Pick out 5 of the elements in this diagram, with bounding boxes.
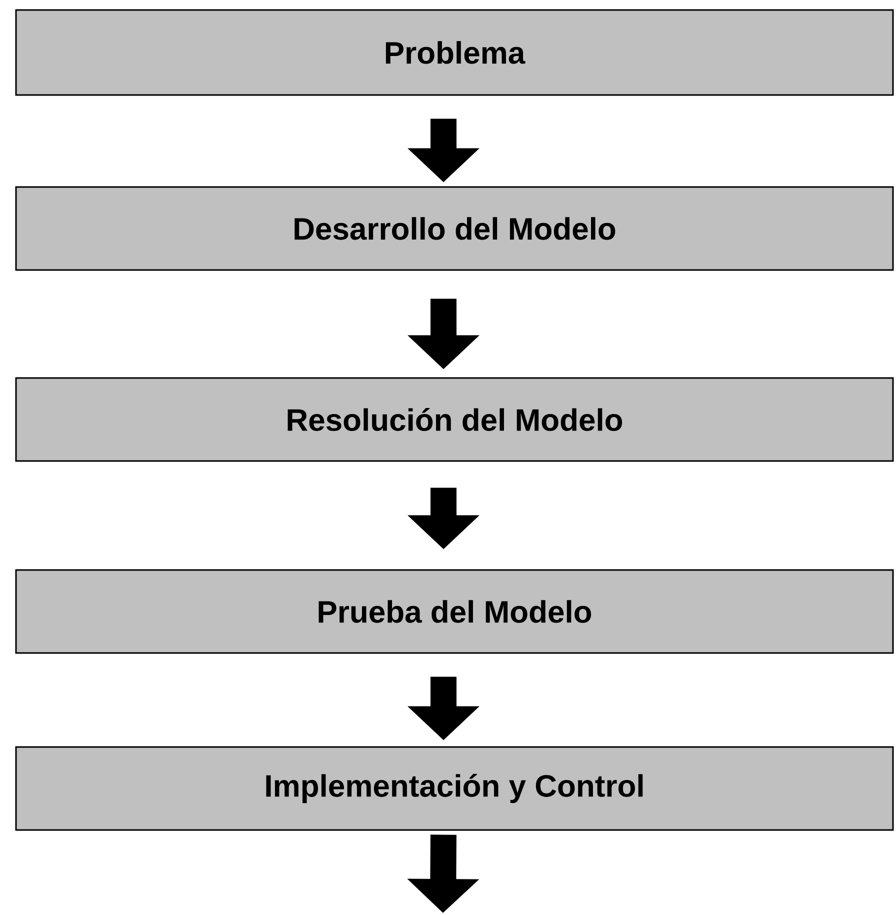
process-box: Resolución del Modelo: [15, 377, 894, 462]
process-box: Implementación y Control: [15, 746, 894, 831]
process-box: Problema: [15, 9, 894, 96]
process-box: Prueba del Modelo: [15, 569, 894, 654]
process-box: Desarrollo del Modelo: [15, 186, 894, 271]
